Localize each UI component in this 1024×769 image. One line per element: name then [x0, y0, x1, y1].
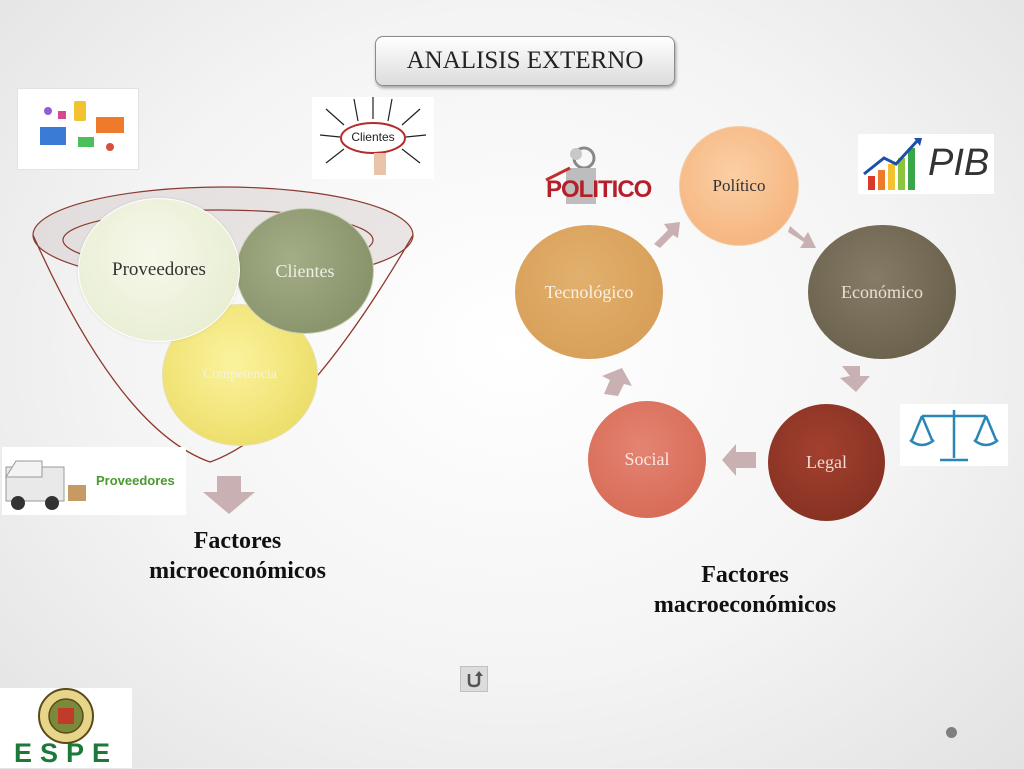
- politico-logo-label: POLITICO: [546, 176, 652, 203]
- magnifier-icon: [545, 146, 596, 204]
- tecnologico-label: Tecnológico: [544, 281, 634, 302]
- truck-icon: [5, 460, 86, 510]
- macro-caption-line2: macroeconómicos: [653, 592, 837, 618]
- devices-icon: [40, 101, 124, 151]
- page-title-text: ANALISIS EXTERNO: [406, 47, 644, 74]
- proveedores-circle: Proveedores: [78, 198, 240, 342]
- scales-icon: [909, 410, 999, 462]
- proveedores-label: Proveedores: [112, 259, 206, 280]
- proveedores-image-label: Proveedores: [96, 473, 175, 488]
- legal-label: Legal: [806, 452, 847, 472]
- competencia-label: Competencia: [203, 367, 277, 382]
- espe-logo-image: ESPE: [0, 688, 132, 768]
- espe-emblem-icon: [38, 688, 94, 744]
- clientes-sign-image: Clientes: [312, 97, 434, 179]
- arrow-social-to-tec-icon: [602, 368, 632, 396]
- clientes-sign-label: Clientes: [351, 130, 395, 144]
- micro-caption-line1: Factores: [193, 528, 282, 554]
- arrow-legal-to-social-icon: [722, 444, 756, 476]
- down-arrow-icon: [203, 476, 255, 514]
- slide-dot-icon: [946, 727, 957, 738]
- politico-label: Político: [712, 176, 766, 195]
- economico-label: Económico: [841, 281, 923, 302]
- economico-circle: Económico: [808, 225, 956, 359]
- social-circle: Social: [588, 401, 706, 518]
- micro-caption-line2: microeconómicos: [149, 558, 326, 584]
- scales-image: [900, 404, 1008, 466]
- social-label: Social: [624, 449, 670, 469]
- arrow-pol-to-eco-icon: [788, 226, 816, 248]
- politico-logo-image: POLITICO: [540, 140, 664, 206]
- tecnologico-circle: Tecnológico: [515, 225, 663, 359]
- espe-logo-label: ESPE: [13, 738, 119, 768]
- proveedores-truck-image: Proveedores: [2, 447, 186, 515]
- macro-caption-line1: Factores: [701, 562, 789, 588]
- devices-image: [17, 88, 139, 170]
- arrow-tec-to-pol-icon: [654, 222, 680, 248]
- clientes-circle: Clientes: [236, 208, 374, 334]
- politico-circle: Político: [679, 126, 799, 246]
- bar-chart-icon: [863, 138, 922, 190]
- clientes-label: Clientes: [275, 260, 335, 281]
- page-title: ANALISIS EXTERNO: [375, 36, 675, 86]
- arrows-icon: [319, 97, 427, 175]
- pib-logo-image: PIB: [858, 134, 994, 194]
- return-button[interactable]: [460, 666, 488, 692]
- return-icon: [467, 671, 483, 688]
- arrow-eco-to-legal-icon: [840, 366, 870, 392]
- macro-caption: Factores macroeconómicos: [625, 560, 865, 620]
- legal-circle: Legal: [768, 404, 885, 521]
- pib-logo-label: PIB: [928, 142, 990, 184]
- micro-caption: Factores microeconómicos: [120, 526, 355, 586]
